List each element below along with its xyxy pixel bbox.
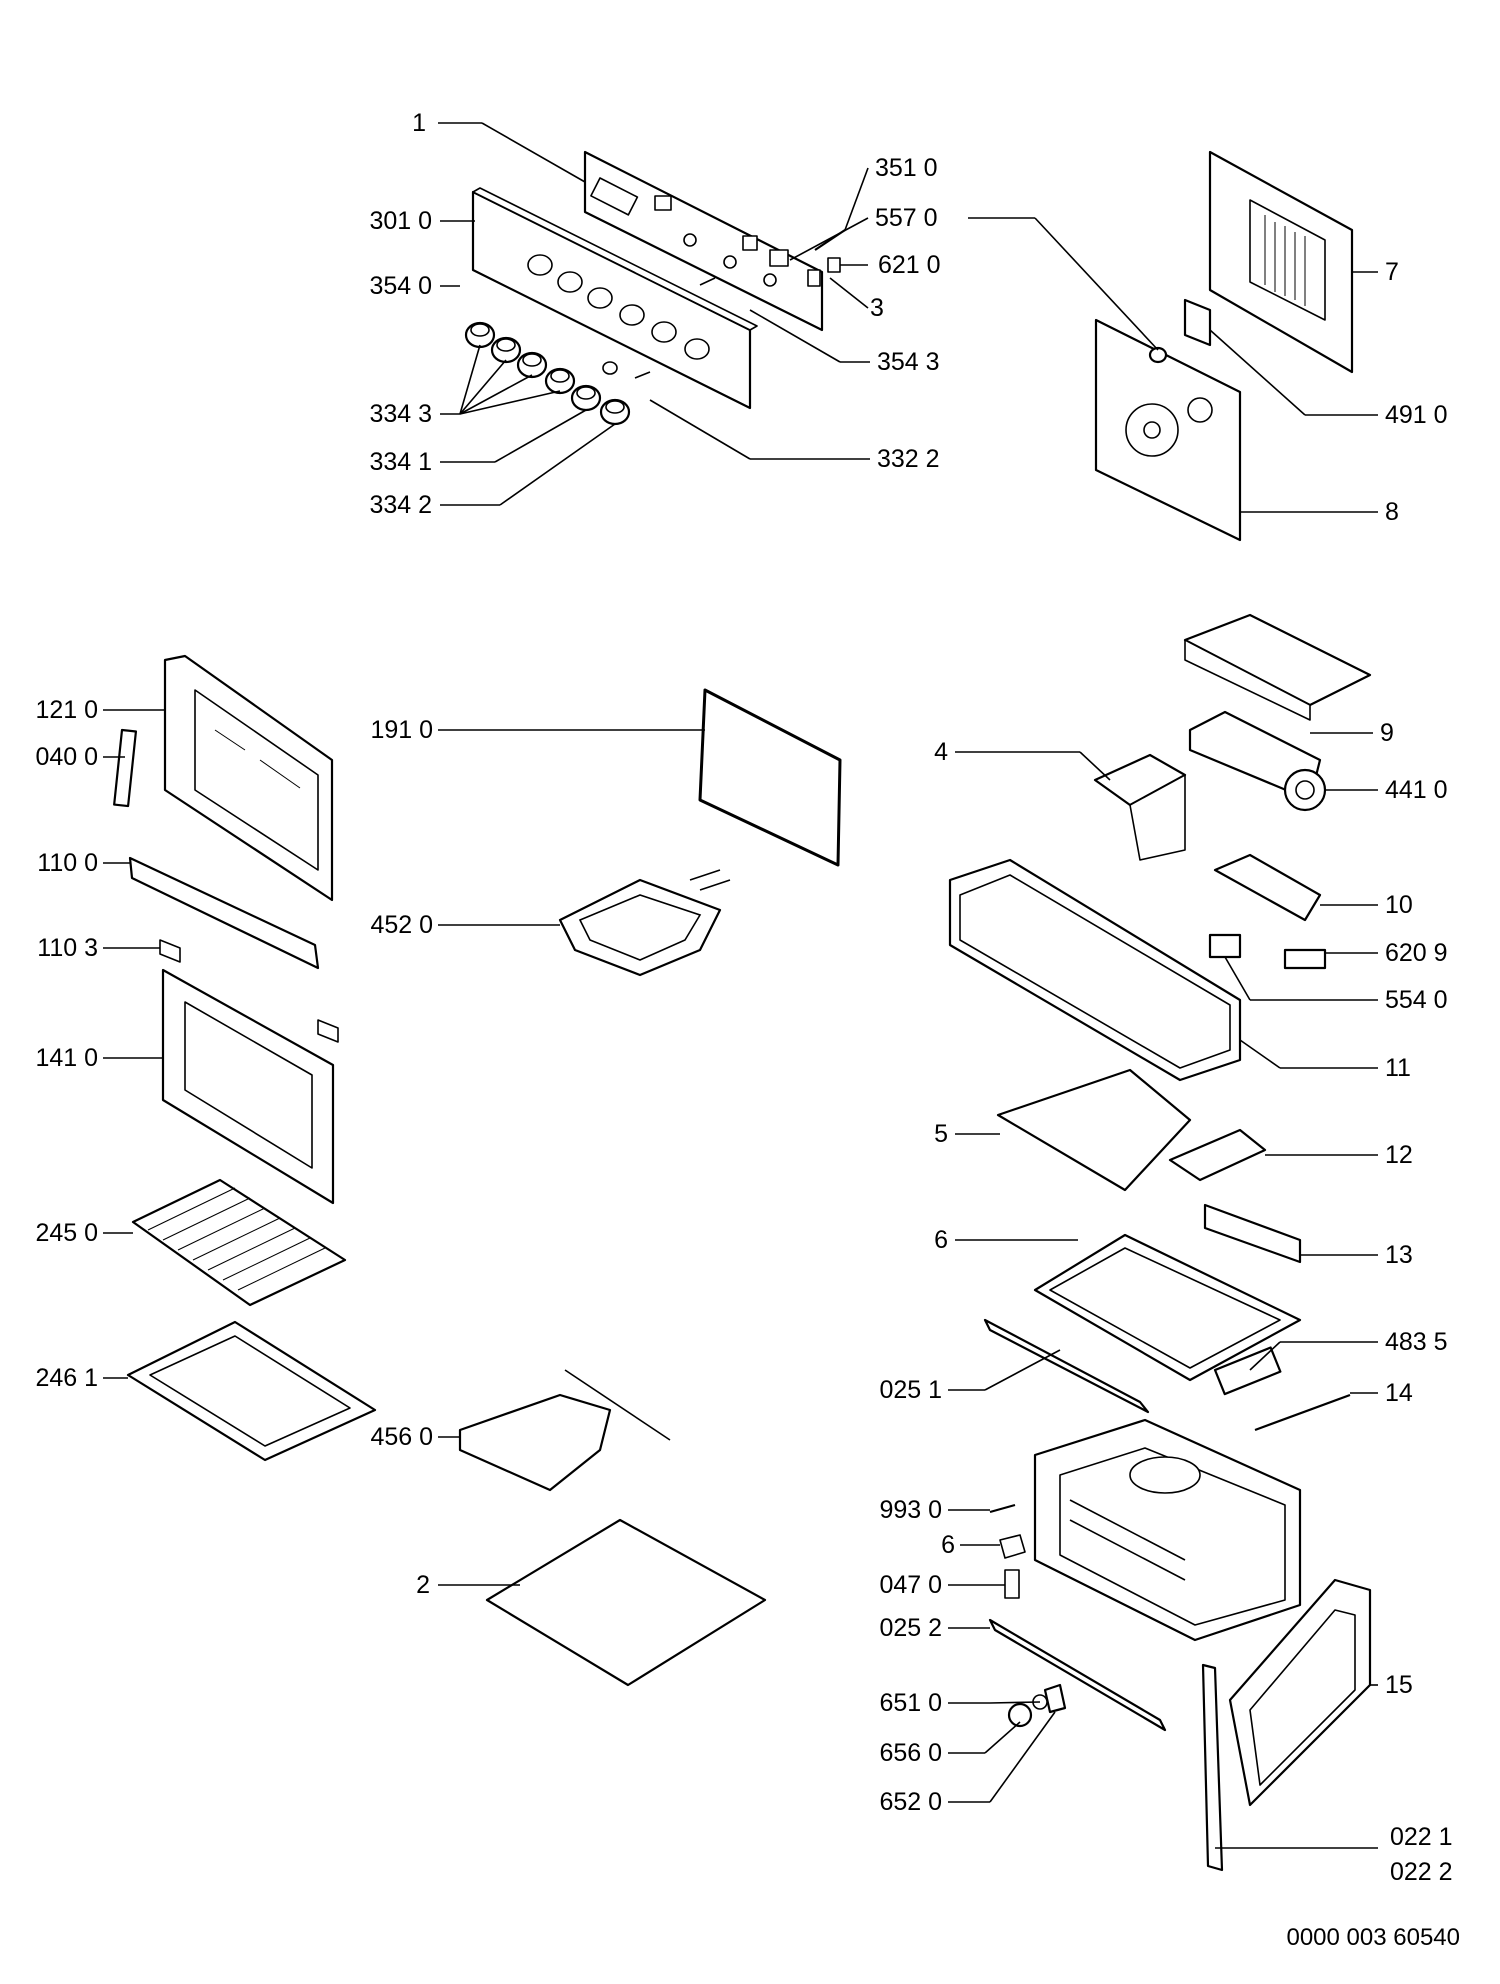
label-456-0: 456 0 [370, 1423, 433, 1451]
bracket-13 [1203, 1203, 1302, 1264]
grill-element-452 [558, 869, 731, 977]
door-seal-191 [698, 688, 842, 867]
label-9: 9 [1380, 719, 1394, 747]
label-334-3: 334 3 [369, 400, 432, 428]
label-354-0: 354 0 [369, 272, 432, 300]
label-554-0: 554 0 [1385, 986, 1448, 1014]
label-652-0: 652 0 [879, 1788, 942, 1816]
air-duct-4 [1093, 753, 1187, 861]
bracket-12 [1168, 1128, 1267, 1182]
label-022-1: 022 1 [1390, 1823, 1453, 1851]
lower-element-456 [458, 1369, 671, 1492]
label-121-0: 121 0 [35, 696, 98, 724]
thermostat-620-554 [1208, 933, 1327, 970]
label-191-0: 191 0 [370, 716, 433, 744]
label-656-0: 656 0 [879, 1739, 942, 1767]
label-11: 11 [1385, 1054, 1411, 1082]
lamp-holder-557 [1148, 346, 1168, 364]
part-labels: 1 301 0 354 0 334 3 334 1 334 2 351 0 55… [35, 109, 1460, 1951]
label-651-0: 651 0 [879, 1689, 942, 1717]
fan-housing-11 [948, 858, 1242, 1082]
top-plate-5 [996, 1068, 1192, 1192]
handle-clip-110-3 [159, 939, 339, 1043]
label-141-0: 141 0 [35, 1044, 98, 1072]
outer-door-121 [163, 654, 334, 902]
label-334-2: 334 2 [369, 491, 432, 519]
label-354-3: 354 3 [877, 348, 940, 376]
door-handle-110 [128, 856, 320, 970]
label-620-9: 620 9 [1385, 939, 1448, 967]
label-5: 5 [934, 1120, 948, 1148]
baking-tray-246 [126, 1320, 377, 1462]
label-441-0: 441 0 [1385, 776, 1448, 804]
cavity-top-6 [1033, 1233, 1302, 1382]
label-557-0: 557 0 [875, 204, 938, 232]
label-301-0: 301 0 [369, 207, 432, 235]
label-7: 7 [1385, 258, 1399, 286]
label-3: 3 [870, 294, 884, 322]
label-8: 8 [1385, 498, 1399, 526]
control-panel-fascia [471, 187, 758, 410]
bottom-cover-2 [485, 1518, 767, 1687]
label-2: 2 [416, 1571, 430, 1599]
label-14: 14 [1385, 1379, 1413, 1407]
label-13: 13 [1385, 1241, 1413, 1269]
label-621-0: 621 0 [878, 251, 941, 279]
label-1: 1 [412, 109, 426, 137]
terminal-block-483 [1213, 1346, 1282, 1396]
cable-14 [1254, 1393, 1351, 1432]
fan-motor-441 [1188, 710, 1327, 812]
label-12: 12 [1385, 1141, 1413, 1169]
label-15: 15 [1385, 1671, 1413, 1699]
label-025-1: 025 1 [879, 1376, 942, 1404]
label-245-0: 245 0 [35, 1219, 98, 1247]
label-452-0: 452 0 [370, 911, 433, 939]
oven-door-frame-15 [1228, 1578, 1372, 1807]
label-334-1: 334 1 [369, 448, 432, 476]
label-246-1: 246 1 [35, 1364, 98, 1392]
label-110-0: 110 0 [37, 849, 98, 877]
bracket-10 [1213, 853, 1322, 922]
connector-491 [1183, 298, 1212, 347]
side-rail-025-1 [983, 1318, 1150, 1414]
door-hinge-040 [113, 728, 138, 808]
label-040-0: 040 0 [35, 743, 98, 771]
rear-plate-8 [1094, 318, 1242, 542]
label-993-0: 993 0 [879, 1496, 942, 1524]
rear-panel-7 [1208, 150, 1354, 374]
label-332-2: 332 2 [877, 445, 940, 473]
oven-cavity [1033, 1418, 1302, 1642]
label-6-lower: 6 [941, 1531, 955, 1559]
label-047-0: 047 0 [879, 1571, 942, 1599]
label-351-0: 351 0 [875, 154, 938, 182]
leader-lines [103, 122, 1378, 1849]
oven-rack-245 [131, 1178, 347, 1307]
label-4: 4 [934, 738, 948, 766]
drawing-code: 0000 003 60540 [1286, 1924, 1460, 1951]
label-10: 10 [1385, 891, 1413, 919]
label-483-5: 483 5 [1385, 1328, 1448, 1356]
label-6-upper: 6 [934, 1226, 948, 1254]
label-110-3: 110 3 [37, 934, 98, 962]
fan-cover-9 [1183, 613, 1372, 721]
inner-glass-141 [161, 968, 335, 1205]
control-panel-bracket-part-1 [583, 150, 824, 332]
label-022-2: 022 2 [1390, 1858, 1453, 1886]
side-runner-022 [1201, 1663, 1224, 1872]
control-knobs [464, 321, 651, 426]
label-491-0: 491 0 [1385, 401, 1448, 429]
label-025-2: 025 2 [879, 1614, 942, 1642]
